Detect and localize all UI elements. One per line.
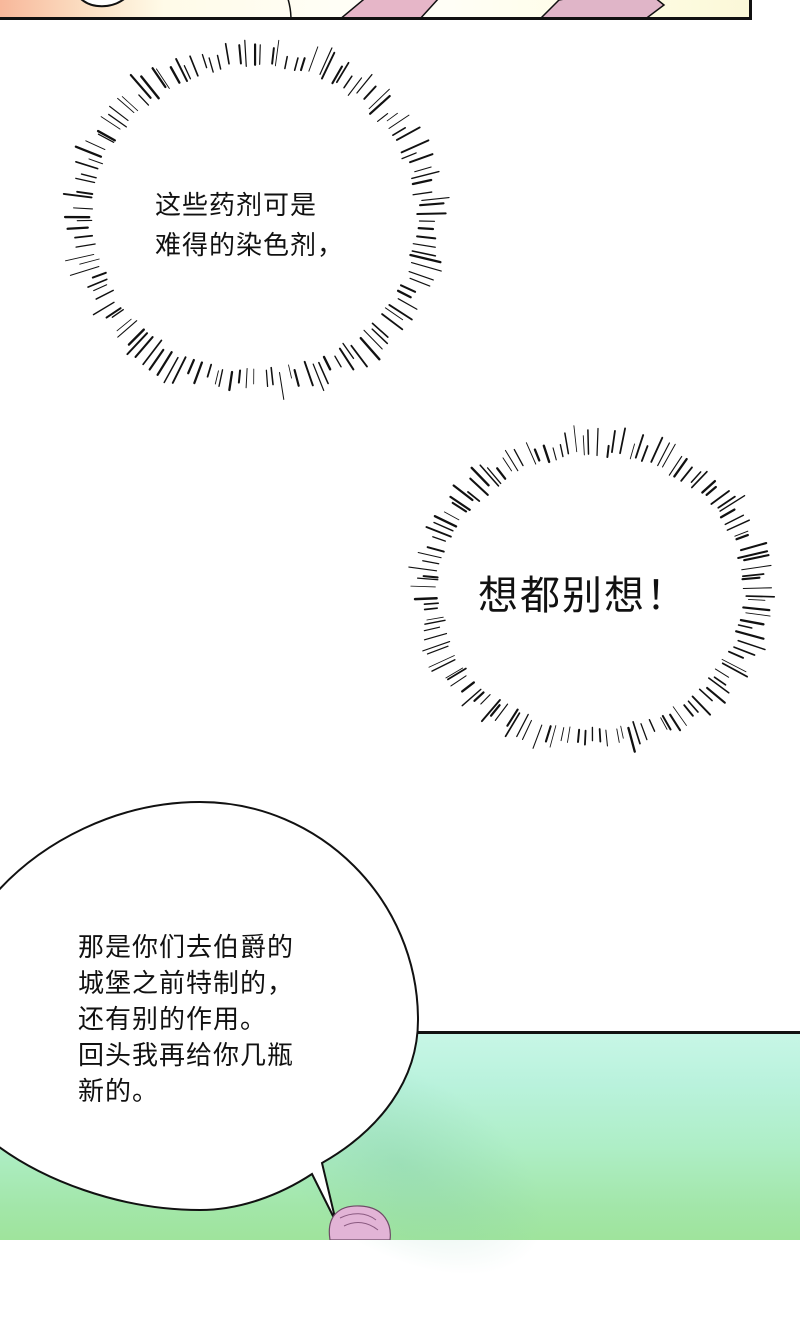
speech-bubble-text: 那是你们去伯爵的 城堡之前特制的， 还有别的作用。 回头我再给你几瓶 新的。 xyxy=(78,930,294,1110)
character-head xyxy=(329,1206,390,1240)
burst-1-text: 这些药剂可是 难得的染色剂， xyxy=(155,186,344,266)
burst-2-text: 想都别想！ xyxy=(478,572,688,620)
